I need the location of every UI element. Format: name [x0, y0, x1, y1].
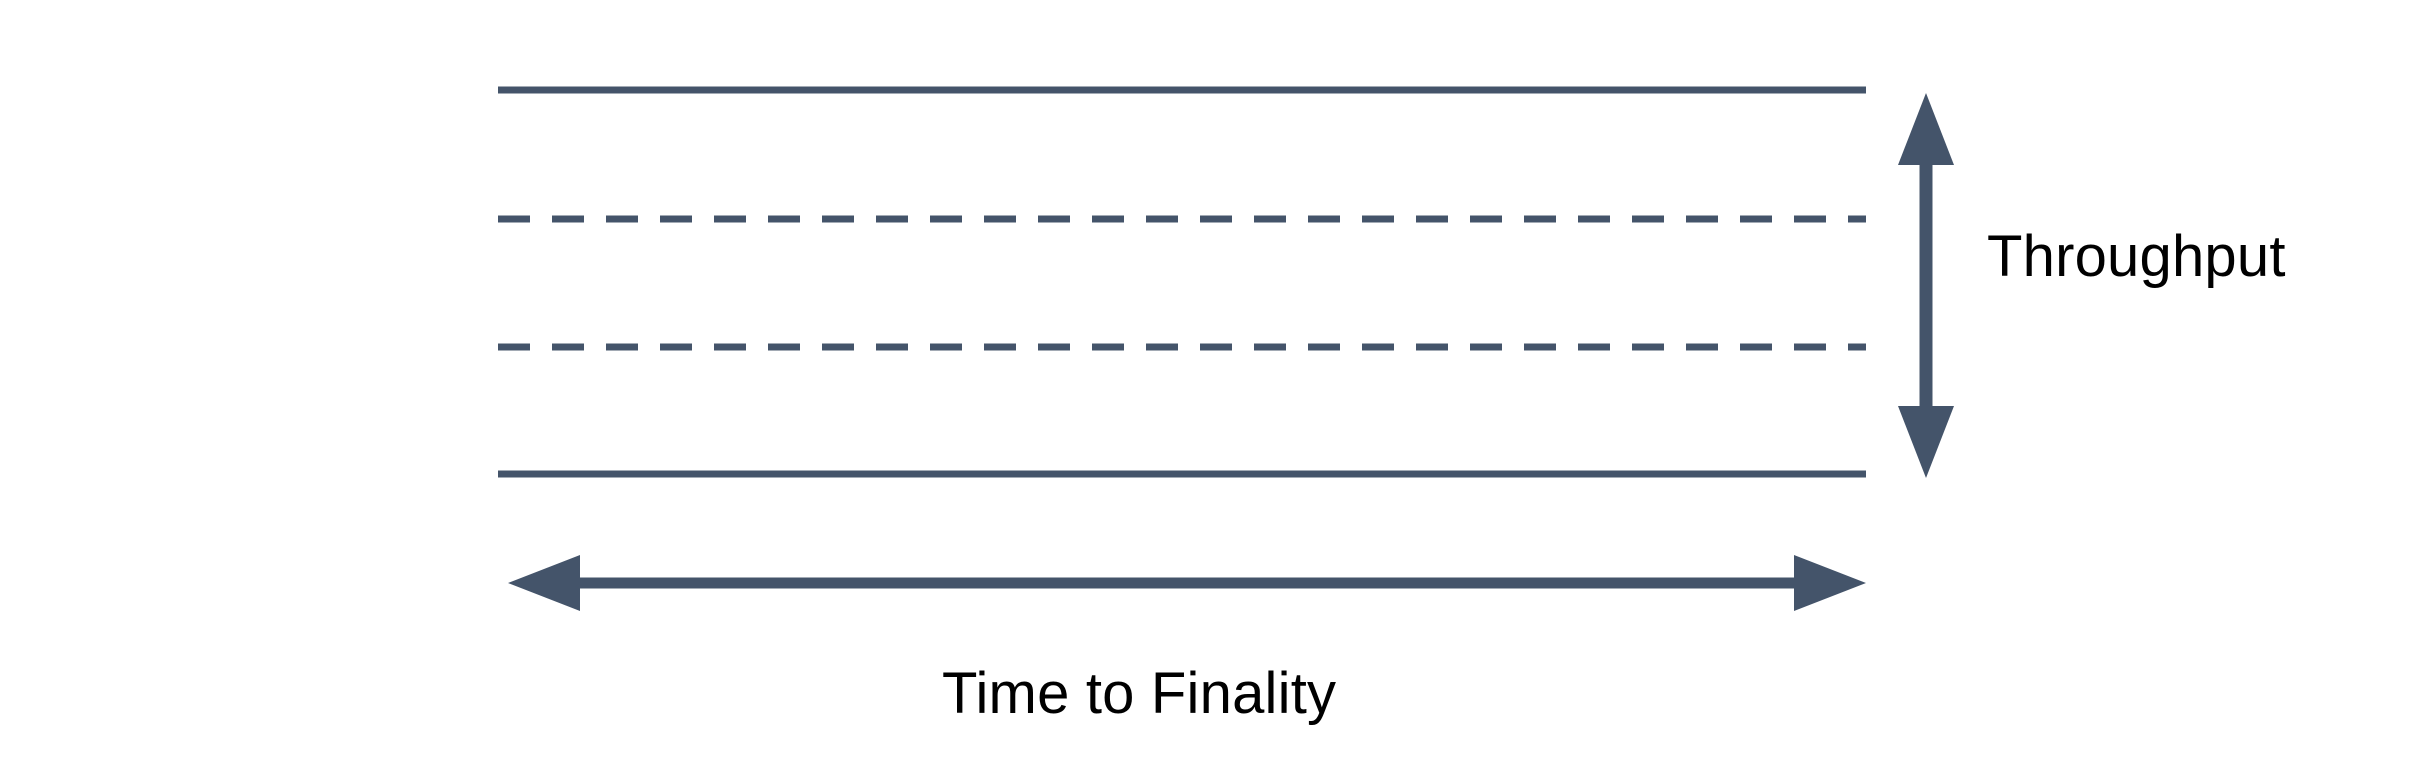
throughput-arrow-head-up — [1898, 93, 1954, 165]
throughput-arrow-head-down — [1898, 406, 1954, 478]
throughput-arrow — [1898, 93, 1954, 478]
time-to-finality-arrow-head-right — [1794, 555, 1866, 611]
time-to-finality-arrow-head-left — [508, 555, 580, 611]
throughput-arrow-shaft — [1919, 165, 1933, 406]
time-to-finality-label: Time to Finality — [942, 661, 1337, 726]
time-to-finality-arrow-shaft — [580, 577, 1794, 589]
lane-lines-group — [498, 86, 1866, 478]
throughput-label: Throughput — [1987, 224, 2286, 289]
time-to-finality-arrow — [508, 555, 1866, 611]
